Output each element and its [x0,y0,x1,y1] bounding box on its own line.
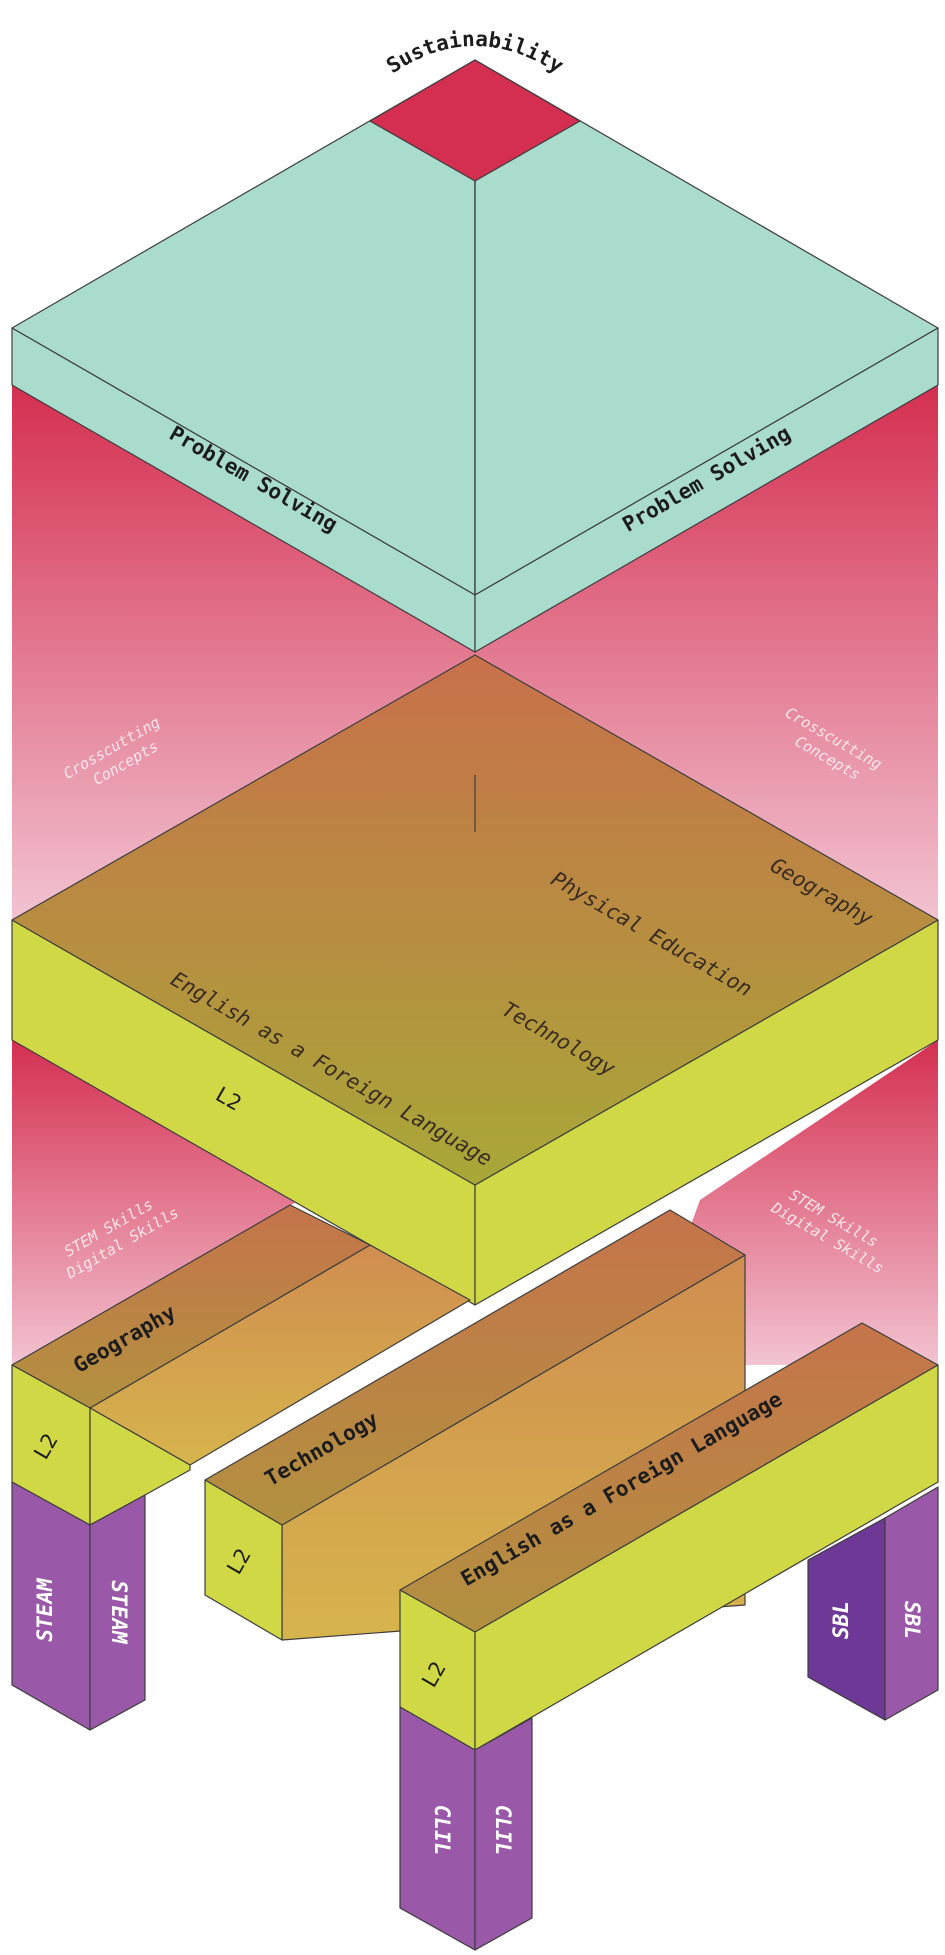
pillar-clil: CLIL CLIL [399,1706,533,1951]
pillar-steam-right-label: STEAM [107,1580,131,1645]
pillar-steam-left-label: STEAM [33,1577,57,1642]
middle-slab: Geography Physical Education Technology … [11,654,939,1306]
pillar-sbl-left-label: SBL [829,1601,853,1639]
beam-geography-side-right [89,1407,191,1526]
pillar-steam-right [89,1494,146,1731]
pillar-clil-right [474,1717,533,1951]
pillar-sbl-right-label: SBL [900,1601,924,1639]
lower-wall-left [12,1040,300,1365]
roof-right-band [474,327,939,653]
pillar-steam: STEAM STEAM [11,1481,146,1731]
pillar-clil-left-label: CLIL [430,1805,454,1856]
pillar-sbl-right [884,1486,939,1721]
beam-english-side-right [474,1364,939,1751]
middle-slab-top [11,654,939,1186]
beam-geography: Geography L2 [11,1204,471,1526]
pillar-sbl: SBL SBL [807,1486,939,1721]
beam-technology-side-left [204,1479,283,1641]
pillar-clil-right-label: CLIL [491,1805,515,1856]
